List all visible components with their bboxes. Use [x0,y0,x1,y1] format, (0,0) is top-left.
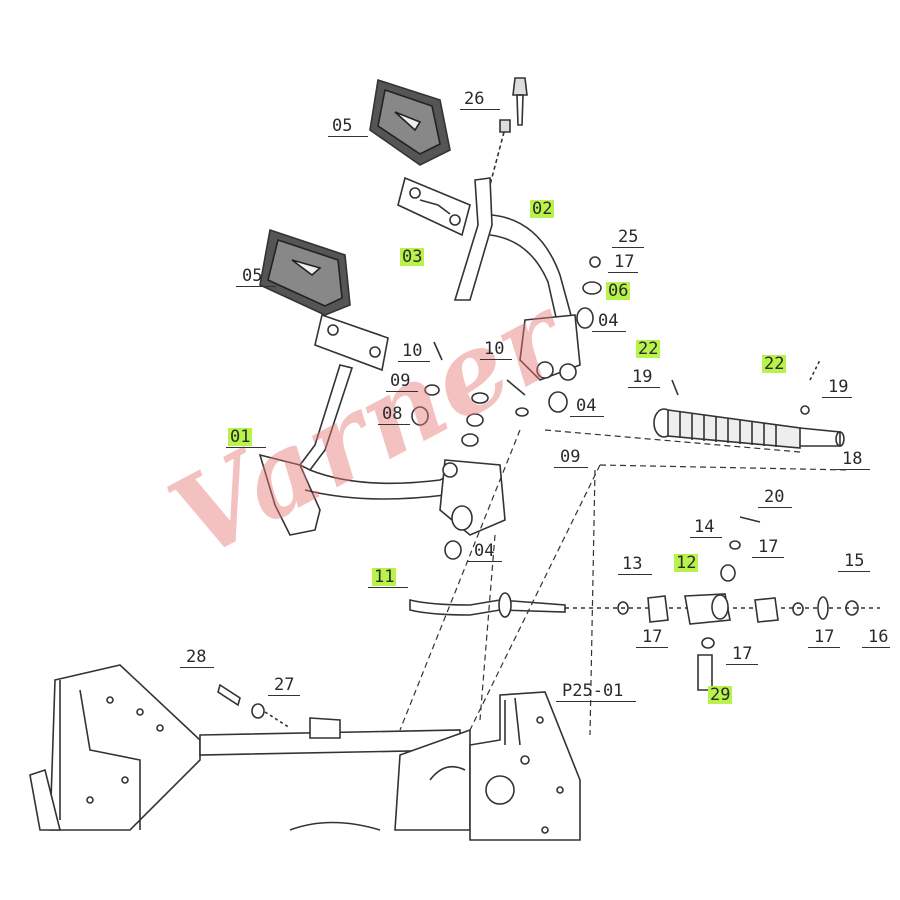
label-part-13: 13 [622,554,643,574]
label-part-19-left: 19 [632,367,653,387]
label-part-08: 08 [382,404,403,424]
label-underline [480,359,512,360]
label-underline [554,467,588,468]
lower-pedal-arm [258,364,506,536]
label-part-17-left: 17 [642,627,663,647]
label-underline [636,647,668,648]
label-underline [628,387,660,388]
label-part-22-right: 22 [762,354,787,374]
label-part-17-mid: 17 [758,537,779,557]
label-part-03: 03 [400,247,425,267]
label-part-28: 28 [186,647,207,667]
label-part-27: 27 [274,675,295,695]
label-part-29: 29 [708,685,733,705]
bushing-stack [411,256,602,560]
label-part-12: 12 [674,553,699,573]
label-underline [612,247,644,248]
assembly-lines [399,429,851,736]
label-part-19-right: 19 [828,377,849,397]
label-underline [368,587,408,588]
label-underline [468,561,502,562]
label-reference-page: P25-01 [562,681,624,701]
label-underline [808,647,840,648]
label-part-15: 15 [844,551,865,571]
label-part-25: 25 [618,227,639,247]
label-underline [618,574,652,575]
label-part-10-right: 10 [484,339,505,359]
label-part-18: 18 [842,449,863,469]
label-underline [328,136,368,137]
bolt-28-nut-27 [217,683,291,729]
label-part-26: 26 [464,89,485,109]
label-part-17-lower: 17 [732,644,753,664]
frame-center-plate [199,717,471,831]
boot-cylinder-18 [653,359,845,449]
label-underline [592,331,626,332]
frame-bracket-left [29,664,201,831]
label-part-09-left: 09 [390,371,411,391]
label-underline [226,447,266,448]
label-underline [608,272,638,273]
cross-shaft-11 [409,516,880,691]
label-underline [836,469,870,470]
upper-pedal-arm [453,177,581,381]
label-part-02: 02 [530,199,555,219]
frame-bracket-right [429,691,581,841]
label-part-16: 16 [868,627,889,647]
label-part-10-left: 10 [402,341,423,361]
label-part-06: 06 [606,281,631,301]
upper-pedal-plate [397,176,471,237]
label-underline [398,361,430,362]
label-underline [268,695,300,696]
label-underline [570,416,604,417]
bolt-26 [489,77,528,186]
label-underline [690,537,722,538]
label-part-01: 01 [228,427,253,447]
label-underline [862,647,890,648]
label-part-09-right: 09 [560,447,581,467]
label-part-04-top: 04 [598,311,619,331]
label-underline [726,664,758,665]
label-underline [822,397,852,398]
lower-pedal-plate [314,313,389,372]
lower-pedal-pad [259,228,351,316]
upper-pedal-pad [369,78,451,166]
label-underline [460,109,500,110]
label-underline [758,507,792,508]
label-part-05-upper: 05 [332,116,353,136]
label-part-04-low: 04 [474,541,495,561]
label-underline [180,667,214,668]
label-part-20: 20 [764,487,785,507]
label-part-05-lower: 05 [242,266,263,286]
label-part-04-mid: 04 [576,396,597,416]
label-part-14: 14 [694,517,715,537]
label-underline [236,286,276,287]
label-part-11: 11 [372,567,397,587]
label-part-22-left: 22 [636,339,661,359]
label-underline [556,701,636,702]
label-underline [386,391,418,392]
label-underline [838,571,870,572]
label-part-17-top: 17 [614,252,635,272]
label-underline [752,557,784,558]
label-underline [378,424,410,425]
label-part-17-right: 17 [814,627,835,647]
